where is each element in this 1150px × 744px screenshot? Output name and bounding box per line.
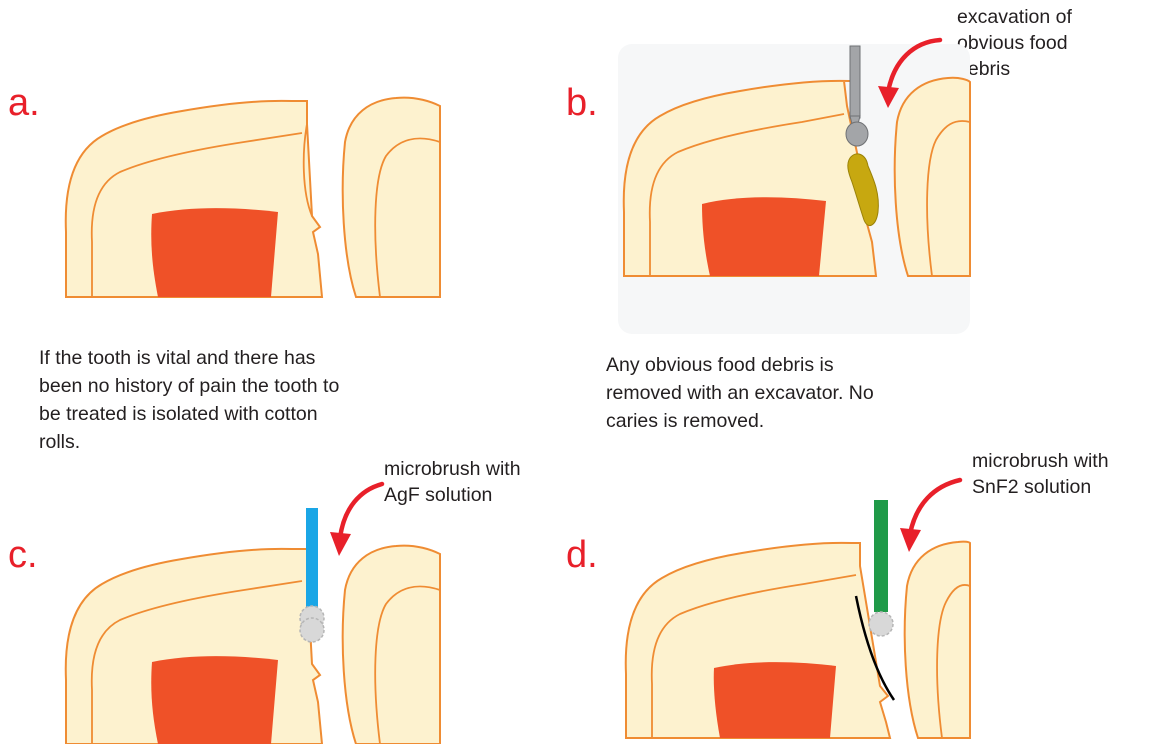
microbrush-icon <box>869 500 893 636</box>
caption-line: been no history of pain the tooth to <box>39 372 429 400</box>
caption-line: removed with an excavator. No <box>606 379 946 407</box>
adjacent-tooth-icon <box>343 98 440 297</box>
adjacent-tooth-icon <box>343 546 440 744</box>
pulp-chamber-icon <box>714 662 836 738</box>
arrowhead-icon <box>330 532 351 556</box>
pulp-chamber-icon <box>702 197 826 276</box>
caption-line: caries is removed. <box>606 407 946 435</box>
caption-line: Any obvious food debris is <box>606 351 946 379</box>
caption-line: If the tooth is vital and there has <box>39 344 429 372</box>
panel-d-callout: microbrush with SnF2 solution <box>972 448 1147 500</box>
panel-a-tooth-diagram <box>60 92 440 297</box>
callout-line: obvious food <box>957 30 1147 56</box>
pulp-chamber-icon <box>151 656 278 744</box>
panel-a-caption: If the tooth is vital and there has been… <box>39 344 429 456</box>
caption-line: rolls. <box>39 428 429 456</box>
panel-a-letter: a. <box>8 84 40 122</box>
panel-b-letter: b. <box>566 84 598 122</box>
panel-b-caption: Any obvious food debris is removed with … <box>606 351 946 435</box>
callout-line: excavation of <box>957 4 1147 30</box>
panel-b-callout: excavation of obvious food debris <box>957 4 1147 82</box>
callout-arrow-icon <box>340 484 382 538</box>
panel-d-letter: d. <box>566 536 598 574</box>
callout-line: microbrush with <box>384 456 574 482</box>
panel-c-letter: c. <box>8 536 38 574</box>
pulp-chamber-icon <box>151 208 278 297</box>
callout-arrow-icon <box>910 480 960 534</box>
panel-b-tooth-diagram <box>618 44 970 334</box>
callout-line: debris <box>957 56 1147 82</box>
callout-line: microbrush with <box>972 448 1147 474</box>
adjacent-tooth-icon <box>905 542 970 738</box>
adjacent-tooth-icon <box>895 78 970 276</box>
callout-line: SnF2 solution <box>972 474 1147 500</box>
caption-line: be treated is isolated with cotton <box>39 400 429 428</box>
arrowhead-icon <box>900 528 921 552</box>
panel-c-tooth-diagram <box>60 490 440 744</box>
panel-d-tooth-diagram <box>620 486 970 738</box>
